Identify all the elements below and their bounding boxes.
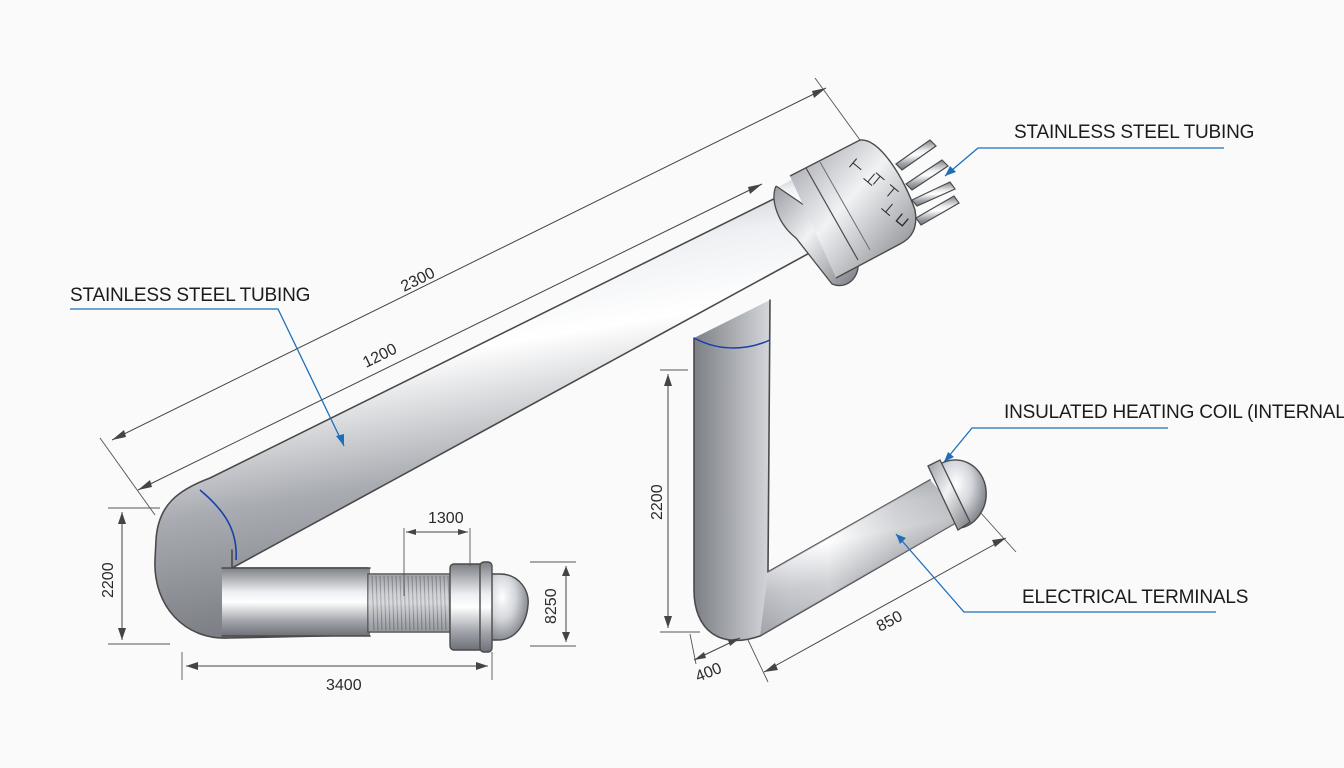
- bottom-horizontal-tube: [221, 567, 371, 637]
- dim-main-tube: 1200: [360, 341, 400, 372]
- callout-tubing-top-label: STAINLESS STEEL TUBING: [1014, 122, 1254, 143]
- callout-heating-coil-label: INSULATED HEATING COIL (INTERNAL): [1004, 402, 1344, 423]
- callout-terminals-label: ELECTRICAL TERMINALS: [1022, 587, 1248, 608]
- right-end-cap: [927, 459, 987, 531]
- callout-heating-coil: INSULATED HEATING COIL (INTERNAL): [943, 402, 1344, 463]
- dimension-lines: [99, 77, 1017, 683]
- callout-tubing-left-label: STAINLESS STEEL TUBING: [70, 285, 310, 306]
- terminal-pins: [895, 139, 960, 226]
- dim-lower-arm: 850: [874, 608, 906, 636]
- dim-coil-length: 1300: [428, 510, 464, 527]
- dim-drop-height: 2200: [649, 484, 666, 520]
- bottom-end-cap: [449, 561, 529, 653]
- vertical-drop-tube: [693, 299, 965, 642]
- dim-bend: 400: [693, 660, 724, 686]
- terminal-head: ⊢ ⊥ ⊤ ⊤ ⊥ ⊔: [773, 139, 917, 287]
- callout-tubing-left: STAINLESS STEEL TUBING: [70, 285, 345, 447]
- dim-left-height: 2200: [100, 562, 117, 598]
- dim-cap-height: 8250: [543, 588, 560, 624]
- callout-tubing-top: STAINLESS STEEL TUBING: [944, 122, 1254, 177]
- callout-terminals: ELECTRICAL TERMINALS: [895, 533, 1248, 613]
- coil-section: [367, 573, 451, 633]
- dim-overall-length: 2300: [398, 265, 438, 296]
- weld-seam-left-icon: [199, 489, 237, 561]
- weld-seam-right-icon: [693, 337, 771, 349]
- dim-bottom-length: 3400: [326, 677, 362, 694]
